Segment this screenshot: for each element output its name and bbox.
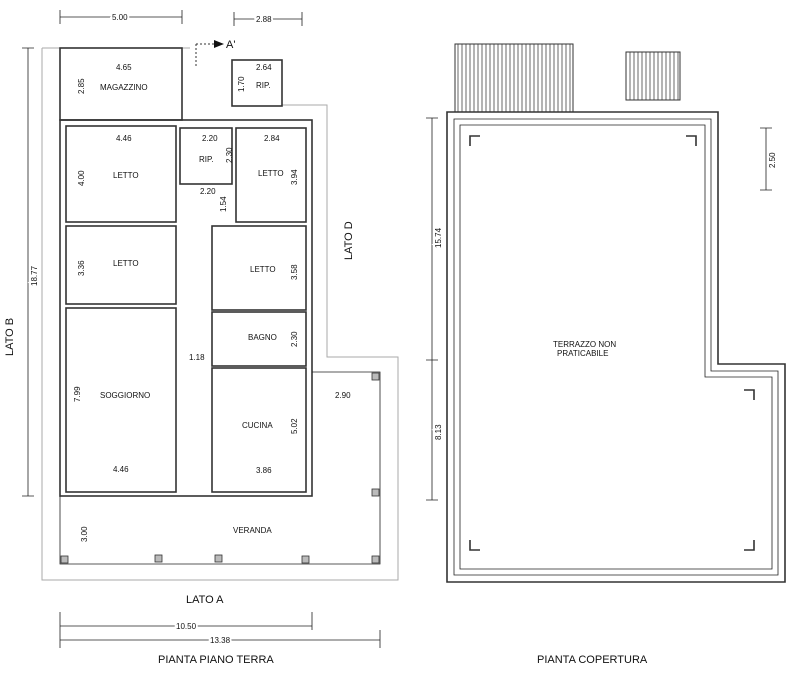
dimension-label: 1.54	[219, 196, 228, 212]
roof-parapet-inner	[459, 124, 773, 570]
room-label: CUCINA	[242, 421, 273, 430]
room-width: 2.20	[202, 134, 218, 143]
room-label: LETTO	[250, 265, 276, 274]
dimension-label: 2.50	[768, 152, 777, 168]
room-height: 3.58	[290, 264, 299, 280]
dimension-label: 2.88	[256, 15, 272, 24]
room-bagno	[211, 311, 307, 367]
room-letto-2	[235, 127, 307, 223]
roof-corner-marks	[469, 135, 755, 551]
room-letto-4	[211, 225, 307, 311]
roof-hatched-area	[625, 51, 681, 101]
roof-outline	[446, 111, 786, 583]
section-line	[195, 43, 214, 66]
ground-floor-plan: A' MAGAZZINO 4.65 2.85 RIP. 2.64 1.70 LE	[4, 10, 399, 666]
dimension-label: 2.20	[200, 187, 216, 196]
roof-hatched-area	[454, 43, 574, 113]
room-rip	[179, 127, 233, 185]
room-cucina	[211, 367, 307, 493]
veranda-outline	[59, 371, 381, 565]
dimension-label: 1.18	[189, 353, 205, 362]
room-width: 2.64	[256, 63, 272, 72]
room-label: RIP.	[256, 81, 271, 90]
dimension-label: 5.00	[112, 13, 128, 22]
roof-label: TERRAZZO NON	[553, 340, 616, 349]
room-height: 2.85	[77, 78, 86, 94]
room-width: 4.46	[113, 465, 129, 474]
dimension-label: 8.13	[434, 424, 443, 440]
room-height: 7.99	[73, 386, 82, 402]
room-soggiorno	[65, 307, 177, 493]
dimension-label: 10.50	[176, 622, 197, 631]
dimension-label: 15.74	[434, 227, 443, 248]
room-label: LETTO	[258, 169, 284, 178]
room-height: 4.00	[77, 170, 86, 186]
room-label: MAGAZZINO	[100, 83, 148, 92]
side-label-b: LATO B	[4, 318, 16, 356]
room-letto-1	[65, 125, 177, 223]
room-height: 2.30	[225, 147, 234, 163]
room-label: SOGGIORNO	[100, 391, 150, 400]
ground-floor-title: PIANTA PIANO TERRA	[158, 654, 274, 666]
room-width: 2.90	[335, 391, 351, 400]
roof-plan: TERRAZZO NON PRATICABILE 15.74 8.13 2.50…	[426, 43, 786, 666]
room-letto-3	[65, 225, 177, 305]
room-width: 2.84	[264, 134, 280, 143]
room-width: 4.46	[116, 134, 132, 143]
section-arrow-icon	[214, 40, 224, 48]
wall-rip-small	[231, 59, 283, 107]
room-width: 4.65	[116, 63, 132, 72]
veranda-columns	[60, 372, 380, 564]
roof-title: PIANTA COPERTURA	[537, 654, 648, 666]
side-label-a: LATO A	[186, 594, 224, 606]
room-label: LETTO	[113, 259, 139, 268]
room-height: 3.00	[80, 526, 89, 542]
room-height: 5.02	[290, 418, 299, 434]
room-label: VERANDA	[233, 526, 272, 535]
room-height: 1.70	[237, 76, 246, 92]
room-label: BAGNO	[248, 333, 277, 342]
room-label: LETTO	[113, 171, 139, 180]
roof-parapet-outer	[453, 118, 779, 576]
room-height: 2.30	[290, 331, 299, 347]
dimension-label: 18.77	[30, 265, 39, 286]
room-width: 3.86	[256, 466, 272, 475]
dimension-lines	[22, 10, 381, 648]
dimension-lines	[426, 117, 772, 501]
roof-label: PRATICABILE	[557, 349, 608, 358]
section-marker: A'	[226, 39, 235, 51]
room-height: 3.36	[77, 260, 86, 276]
dimension-label: 13.38	[210, 636, 231, 645]
side-label-d: LATO D	[343, 221, 355, 260]
room-label: RIP.	[199, 155, 214, 164]
wall-main	[59, 119, 313, 497]
room-height: 3.94	[290, 169, 299, 185]
